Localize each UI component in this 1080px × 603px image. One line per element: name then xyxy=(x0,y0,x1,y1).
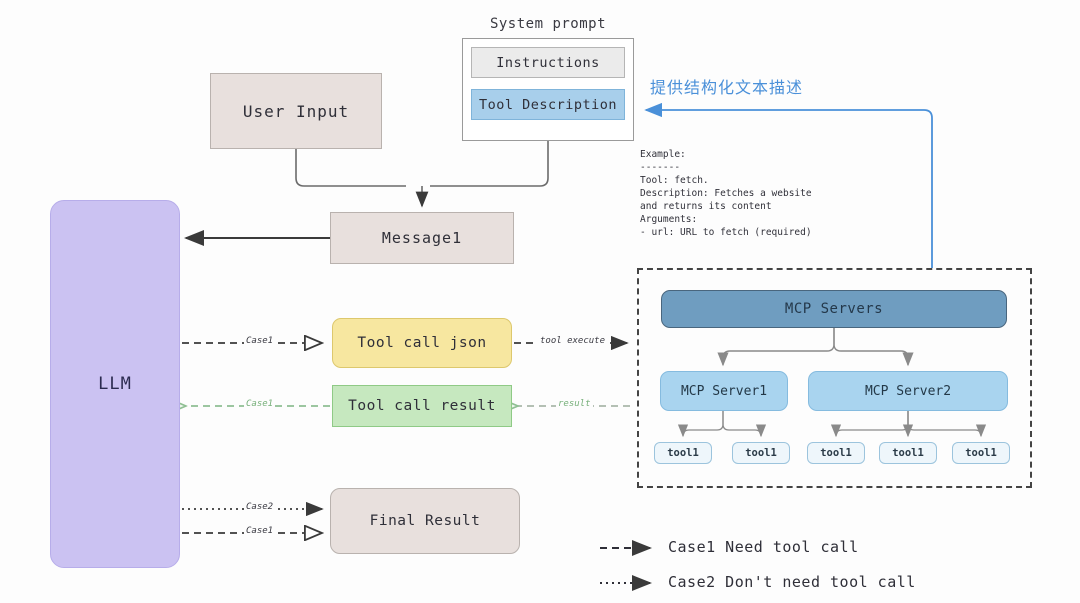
node-tool-s2-0[interactable]: tool1 xyxy=(807,442,865,464)
node-user-input[interactable]: User Input xyxy=(210,73,382,149)
node-tool-description-label: Tool Description xyxy=(478,96,618,113)
node-system-prompt[interactable]: Instructions Tool Description xyxy=(462,38,634,141)
node-mcp-servers-label: MCP Servers xyxy=(784,301,884,317)
node-final-result[interactable]: Final Result xyxy=(330,488,520,554)
node-tool-s1-1-label: tool1 xyxy=(745,447,777,459)
edge-label-case2-final: Case2 xyxy=(244,502,276,512)
node-tool-call-result-label: Tool call result xyxy=(348,398,496,414)
node-tool-s2-2[interactable]: tool1 xyxy=(952,442,1010,464)
node-instructions[interactable]: Instructions xyxy=(471,47,625,78)
node-tool-s1-0[interactable]: tool1 xyxy=(654,442,712,464)
node-tool-call-json-label: Tool call json xyxy=(357,335,487,351)
node-user-input-label: User Input xyxy=(242,101,350,121)
legend-item-case1: Case1 Need tool call xyxy=(668,538,859,556)
example-tool-description-text: Example: ------- Tool: fetch. Descriptio… xyxy=(640,149,812,238)
system-prompt-title-label: System prompt xyxy=(489,16,607,32)
edge-label-case1-result: Case1 xyxy=(244,399,276,409)
node-tool-call-result[interactable]: Tool call result xyxy=(332,385,512,427)
node-mcp-server1[interactable]: MCP Server1 xyxy=(660,371,788,411)
node-final-result-label: Final Result xyxy=(369,513,481,529)
node-tool-call-json[interactable]: Tool call json xyxy=(332,318,512,368)
node-mcp-server1-label: MCP Server1 xyxy=(680,383,768,399)
system-prompt-title: System prompt xyxy=(462,14,634,34)
node-message1-label: Message1 xyxy=(381,229,463,247)
node-mcp-server2-label: MCP Server2 xyxy=(864,383,952,399)
edge-label-tool-execute: tool execute xyxy=(538,336,608,346)
node-tool-s2-0-label: tool1 xyxy=(820,447,852,459)
node-instructions-label: Instructions xyxy=(496,54,600,71)
node-mcp-server2[interactable]: MCP Server2 xyxy=(808,371,1008,411)
annotation-structured-text: 提供结构化文本描述 xyxy=(650,74,840,98)
node-tool-s2-1-label: tool1 xyxy=(892,447,924,459)
edge-label-result: result xyxy=(556,399,593,409)
node-tool-s2-1[interactable]: tool1 xyxy=(879,442,937,464)
node-mcp-servers[interactable]: MCP Servers xyxy=(661,290,1007,328)
edge-label-case1-toolcall: Case1 xyxy=(244,336,276,346)
node-tool-s1-1[interactable]: tool1 xyxy=(732,442,790,464)
annotation-structured-text-label: 提供结构化文本描述 xyxy=(650,78,804,97)
edge-label-case1-final: Case1 xyxy=(244,526,276,536)
node-llm-label: LLM xyxy=(98,374,132,394)
node-llm[interactable]: LLM xyxy=(50,200,180,568)
node-message1[interactable]: Message1 xyxy=(330,212,514,264)
node-tool-description[interactable]: Tool Description xyxy=(471,89,625,120)
legend-item-case2: Case2 Don't need tool call xyxy=(668,573,916,591)
node-tool-s1-0-label: tool1 xyxy=(667,447,699,459)
node-tool-s2-2-label: tool1 xyxy=(965,447,997,459)
mcp-region-boundary xyxy=(637,268,1032,488)
